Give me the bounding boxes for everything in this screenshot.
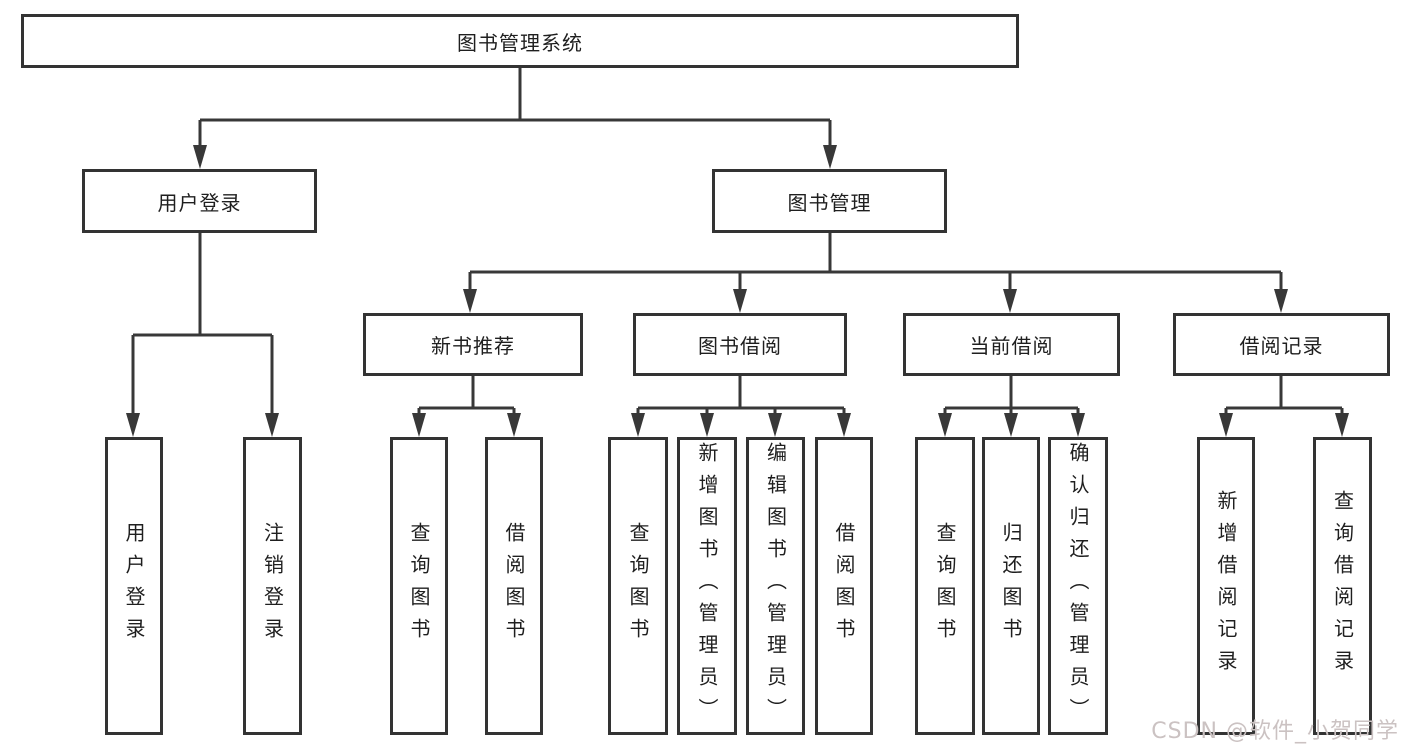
node-new-book-recommend-label: 新书推荐 — [431, 334, 515, 358]
leaf-borrow-book-label: 借阅图书 — [832, 522, 856, 650]
node-current-borrow: 当前借阅 — [903, 313, 1120, 376]
leaf-borrow-book-newbook-label: 借阅图书 — [502, 522, 526, 650]
csdn-watermark: CSDN @软件_小贺同学 — [1151, 719, 1399, 744]
node-current-borrow-label: 当前借阅 — [969, 334, 1054, 358]
node-book-management: 图书管理 — [712, 169, 947, 233]
leaf-confirm-return-admin: 确认归还（管理员） — [1048, 437, 1108, 735]
node-root-label: 图书管理系统 — [457, 30, 583, 55]
leaf-query-book-current-label: 查询图书 — [933, 522, 957, 650]
node-user-login-module: 用户登录 — [82, 169, 317, 233]
leaf-logout: 注销登录 — [243, 437, 302, 735]
leaf-return-book-label: 归还图书 — [999, 522, 1023, 650]
leaf-borrow-book-newbook: 借阅图书 — [485, 437, 543, 735]
node-book-borrow: 图书借阅 — [633, 313, 847, 376]
leaf-query-book-newbook-label: 查询图书 — [407, 522, 431, 650]
leaf-edit-book-admin: 编辑图书（管理员） — [746, 437, 805, 735]
node-book-borrow-label: 图书借阅 — [698, 334, 782, 358]
leaf-confirm-return-admin-label: 确认归还（管理员） — [1066, 442, 1090, 730]
node-book-management-label: 图书管理 — [787, 190, 872, 215]
leaf-add-borrow-record-label: 新增借阅记录 — [1214, 490, 1238, 682]
leaf-query-book-borrow: 查询图书 — [608, 437, 668, 735]
leaf-add-borrow-record: 新增借阅记录 — [1197, 437, 1255, 735]
leaf-return-book: 归还图书 — [982, 437, 1040, 735]
node-new-book-recommend: 新书推荐 — [363, 313, 583, 376]
leaf-logout-label: 注销登录 — [260, 522, 285, 650]
leaf-borrow-book: 借阅图书 — [815, 437, 873, 735]
leaf-query-book-newbook: 查询图书 — [390, 437, 448, 735]
node-borrow-records-label: 借阅记录 — [1239, 334, 1324, 358]
leaf-query-book-borrow-label: 查询图书 — [626, 522, 650, 650]
node-user-login-label: 用户登录 — [157, 190, 242, 215]
leaf-edit-book-admin-label: 编辑图书（管理员） — [763, 442, 788, 730]
leaf-query-borrow-record-label: 查询借阅记录 — [1330, 490, 1355, 682]
leaf-add-book-admin-label: 新增图书（管理员） — [695, 442, 719, 730]
node-root: 图书管理系统 — [21, 14, 1019, 68]
tree-edges — [131, 68, 1344, 416]
leaf-query-book-current: 查询图书 — [915, 437, 975, 735]
leaf-query-borrow-record: 查询借阅记录 — [1313, 437, 1372, 735]
leaf-user-login: 用户登录 — [105, 437, 163, 735]
leaf-add-book-admin: 新增图书（管理员） — [677, 437, 737, 735]
arrowheads — [126, 145, 1349, 437]
leaf-user-login-label: 用户登录 — [122, 522, 146, 650]
node-borrow-records: 借阅记录 — [1173, 313, 1390, 376]
